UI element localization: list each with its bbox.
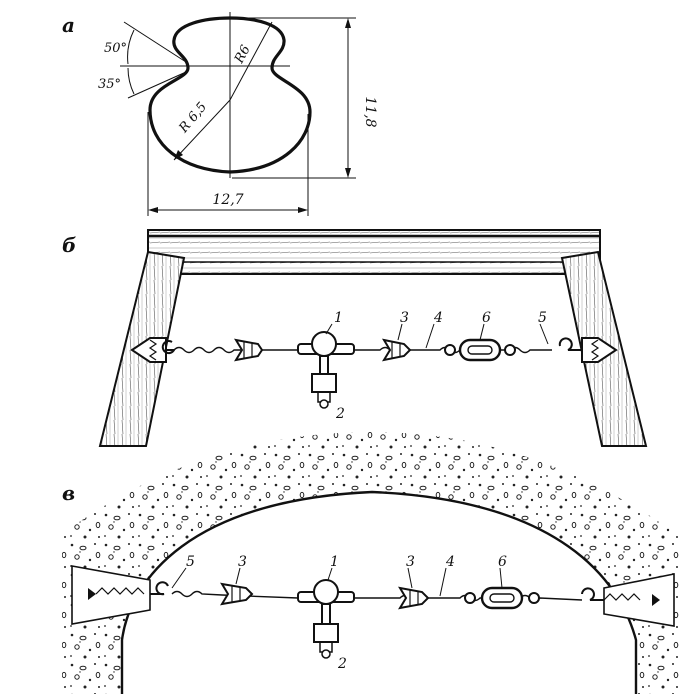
panel-b-letter: б (62, 233, 76, 257)
height-arrow-bottom (345, 168, 351, 178)
lamp-holder-v (297, 579, 355, 659)
width-dimension-label: 12,7 (212, 192, 243, 208)
height-dimension-label: 11,8 (362, 96, 378, 127)
callout-5-b: 5 (538, 310, 547, 326)
callout-1-v: 1 (330, 554, 339, 570)
wire-clamp-left-v (220, 582, 254, 606)
panel-a-rail-profile: а 11,8 12,7 R6 R 6,5 50° 35° (62, 12, 378, 216)
angle-bottom-arc (127, 67, 135, 95)
callout-3-right-v: 3 (406, 554, 415, 570)
angle-top-ray (123, 21, 187, 63)
callout-2-b: 2 (335, 406, 345, 422)
angle-top-label: 50° (104, 41, 127, 56)
callout-6-v: 6 (498, 554, 507, 570)
callout-4-b: 4 (433, 310, 443, 326)
callout-4-v: 4 (445, 554, 455, 570)
left-anchor-b (130, 337, 176, 363)
angle-top-arc (127, 29, 135, 65)
right-rock-anchor (581, 573, 675, 627)
callout-6-b: 6 (482, 310, 491, 326)
callout-5-v: 5 (186, 554, 195, 570)
radius-small-line (229, 21, 273, 101)
callout-2-v: 2 (337, 656, 347, 672)
turnbuckle-b (444, 338, 516, 362)
lamp-holder-b (297, 331, 355, 409)
left-rock-anchor (71, 565, 169, 625)
callout-3-left-v: 3 (238, 554, 247, 570)
wire-clamp-left-b (234, 338, 264, 362)
width-arrow-right (298, 207, 308, 213)
radius-small-label: R6 (232, 43, 254, 67)
wire-clamp-right-b (381, 338, 412, 362)
panel-v-letter: в (62, 481, 75, 505)
right-anchor-b (558, 337, 618, 363)
height-arrow-top (345, 18, 351, 28)
radius-large-arrow (174, 150, 183, 160)
turnbuckle-v (464, 586, 540, 610)
callout-1-b: 1 (334, 310, 343, 326)
radius-large-line (173, 99, 231, 161)
panel-b-timber-frame: б (62, 229, 648, 447)
panel-v-rock-tunnel: в (62, 432, 680, 694)
width-arrow-left (148, 207, 158, 213)
angle-bottom-label: 35° (98, 77, 121, 92)
wire-clamp-right-v (398, 586, 430, 610)
panel-a-letter: а (62, 13, 75, 37)
radius-large-label: R 6,5 (176, 100, 210, 137)
angle-bottom-ray (127, 71, 187, 99)
cap-beam (147, 229, 601, 275)
callout-3-b: 3 (400, 310, 409, 326)
rock-mass (62, 432, 680, 694)
